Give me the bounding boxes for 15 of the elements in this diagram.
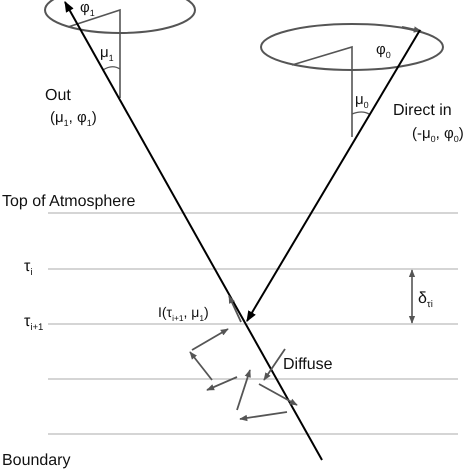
angle-label: μ$_{1}$: [100, 45, 114, 64]
layer-label: τ$_{i}$: [24, 258, 32, 279]
angle-label: φ$_{1}$: [80, 0, 95, 19]
angle-label: μ$_{0}$: [355, 92, 369, 111]
dimension-label: δ$_{τi}$: [418, 290, 433, 311]
layer-label: Boundary: [2, 452, 70, 470]
angle-label: (μ$_{1}$, φ$_{1}$): [50, 110, 97, 129]
angle-label: (-μ$_{0}$, φ$_{0}$): [412, 126, 464, 145]
beam-label: Direct in: [393, 102, 452, 120]
intensity-label: I(τ$_{i+1}$, μ$_{1}$): [158, 305, 209, 324]
beam-label: Diffuse: [283, 356, 333, 374]
layer-label: Top of Atmosphere: [2, 193, 136, 211]
layer-label: τ$_{i+1}$: [24, 313, 44, 334]
beam-label: Out: [45, 87, 71, 105]
angle-label: φ$_{0}$: [376, 42, 391, 61]
